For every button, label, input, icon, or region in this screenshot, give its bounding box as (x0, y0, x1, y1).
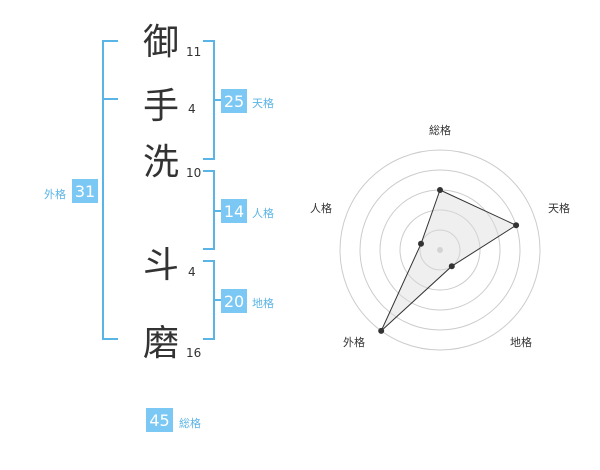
soukaku-value: 45 (149, 411, 169, 430)
radar-label-jinkaku: 人格 (310, 201, 332, 215)
gaikaku-value: 31 (75, 182, 95, 201)
radar-point-2 (513, 222, 520, 229)
tenkaku-label: 天格 (252, 96, 274, 110)
gaikaku-bracket (102, 40, 118, 340)
radar-ring-4 (359, 169, 521, 331)
kanji-2: 手 (143, 86, 179, 127)
radar-point-4 (378, 327, 385, 334)
jinkaku-badge: 14 人格 (221, 199, 274, 223)
chikaku-bracket (203, 260, 222, 340)
radar-label-chikaku: 地格 (510, 335, 532, 349)
radar-point-5 (418, 240, 424, 247)
radar-label-gaikaku: 外格 (343, 335, 365, 349)
soukaku-badge: 45 総格 (146, 408, 201, 432)
radar-center-dot (437, 247, 443, 253)
jinkaku-bracket (203, 170, 222, 250)
kanji-4: 斗 (143, 245, 179, 286)
stroke-count-3: 10 (186, 166, 201, 180)
tenkaku-bracket (203, 40, 222, 160)
kanji-3: 洗 (143, 142, 179, 183)
radar-data-points (378, 187, 520, 334)
radar-label-soukaku: 総格 (429, 123, 451, 137)
tenkaku-badge: 25 天格 (221, 89, 274, 113)
soukaku-label: 総格 (179, 416, 201, 430)
radar-point-1 (437, 187, 443, 193)
radar-ring-5 (339, 149, 541, 351)
radar-ring-2 (399, 209, 481, 291)
stroke-count-5: 16 (186, 346, 201, 360)
chikaku-badge: 20 地格 (221, 289, 274, 313)
stroke-count-2: 4 (188, 102, 196, 116)
stroke-count-4: 4 (188, 265, 196, 279)
kanji-5: 磨 (143, 323, 179, 364)
radar-label-tenkaku: 天格 (548, 201, 570, 215)
radar-chart: 総格 天格 地格 外格 人格 (310, 123, 570, 351)
radar-point-3 (448, 263, 455, 270)
tenkaku-value: 25 (224, 92, 244, 111)
gaikaku-badge: 外格 31 (44, 179, 98, 203)
jinkaku-label: 人格 (252, 206, 274, 220)
gaikaku-label: 外格 (44, 187, 66, 201)
radar-ring-1 (419, 229, 461, 271)
chikaku-value: 20 (224, 292, 244, 311)
name-characters: 御 手 洗 斗 磨 11 4 10 4 16 (143, 22, 201, 364)
radar-data-polygon (380, 189, 518, 332)
chikaku-label: 地格 (252, 296, 274, 310)
radar-rings (339, 149, 541, 351)
stroke-count-1: 11 (186, 45, 201, 59)
jinkaku-value: 14 (224, 202, 244, 221)
kanji-1: 御 (143, 22, 179, 63)
